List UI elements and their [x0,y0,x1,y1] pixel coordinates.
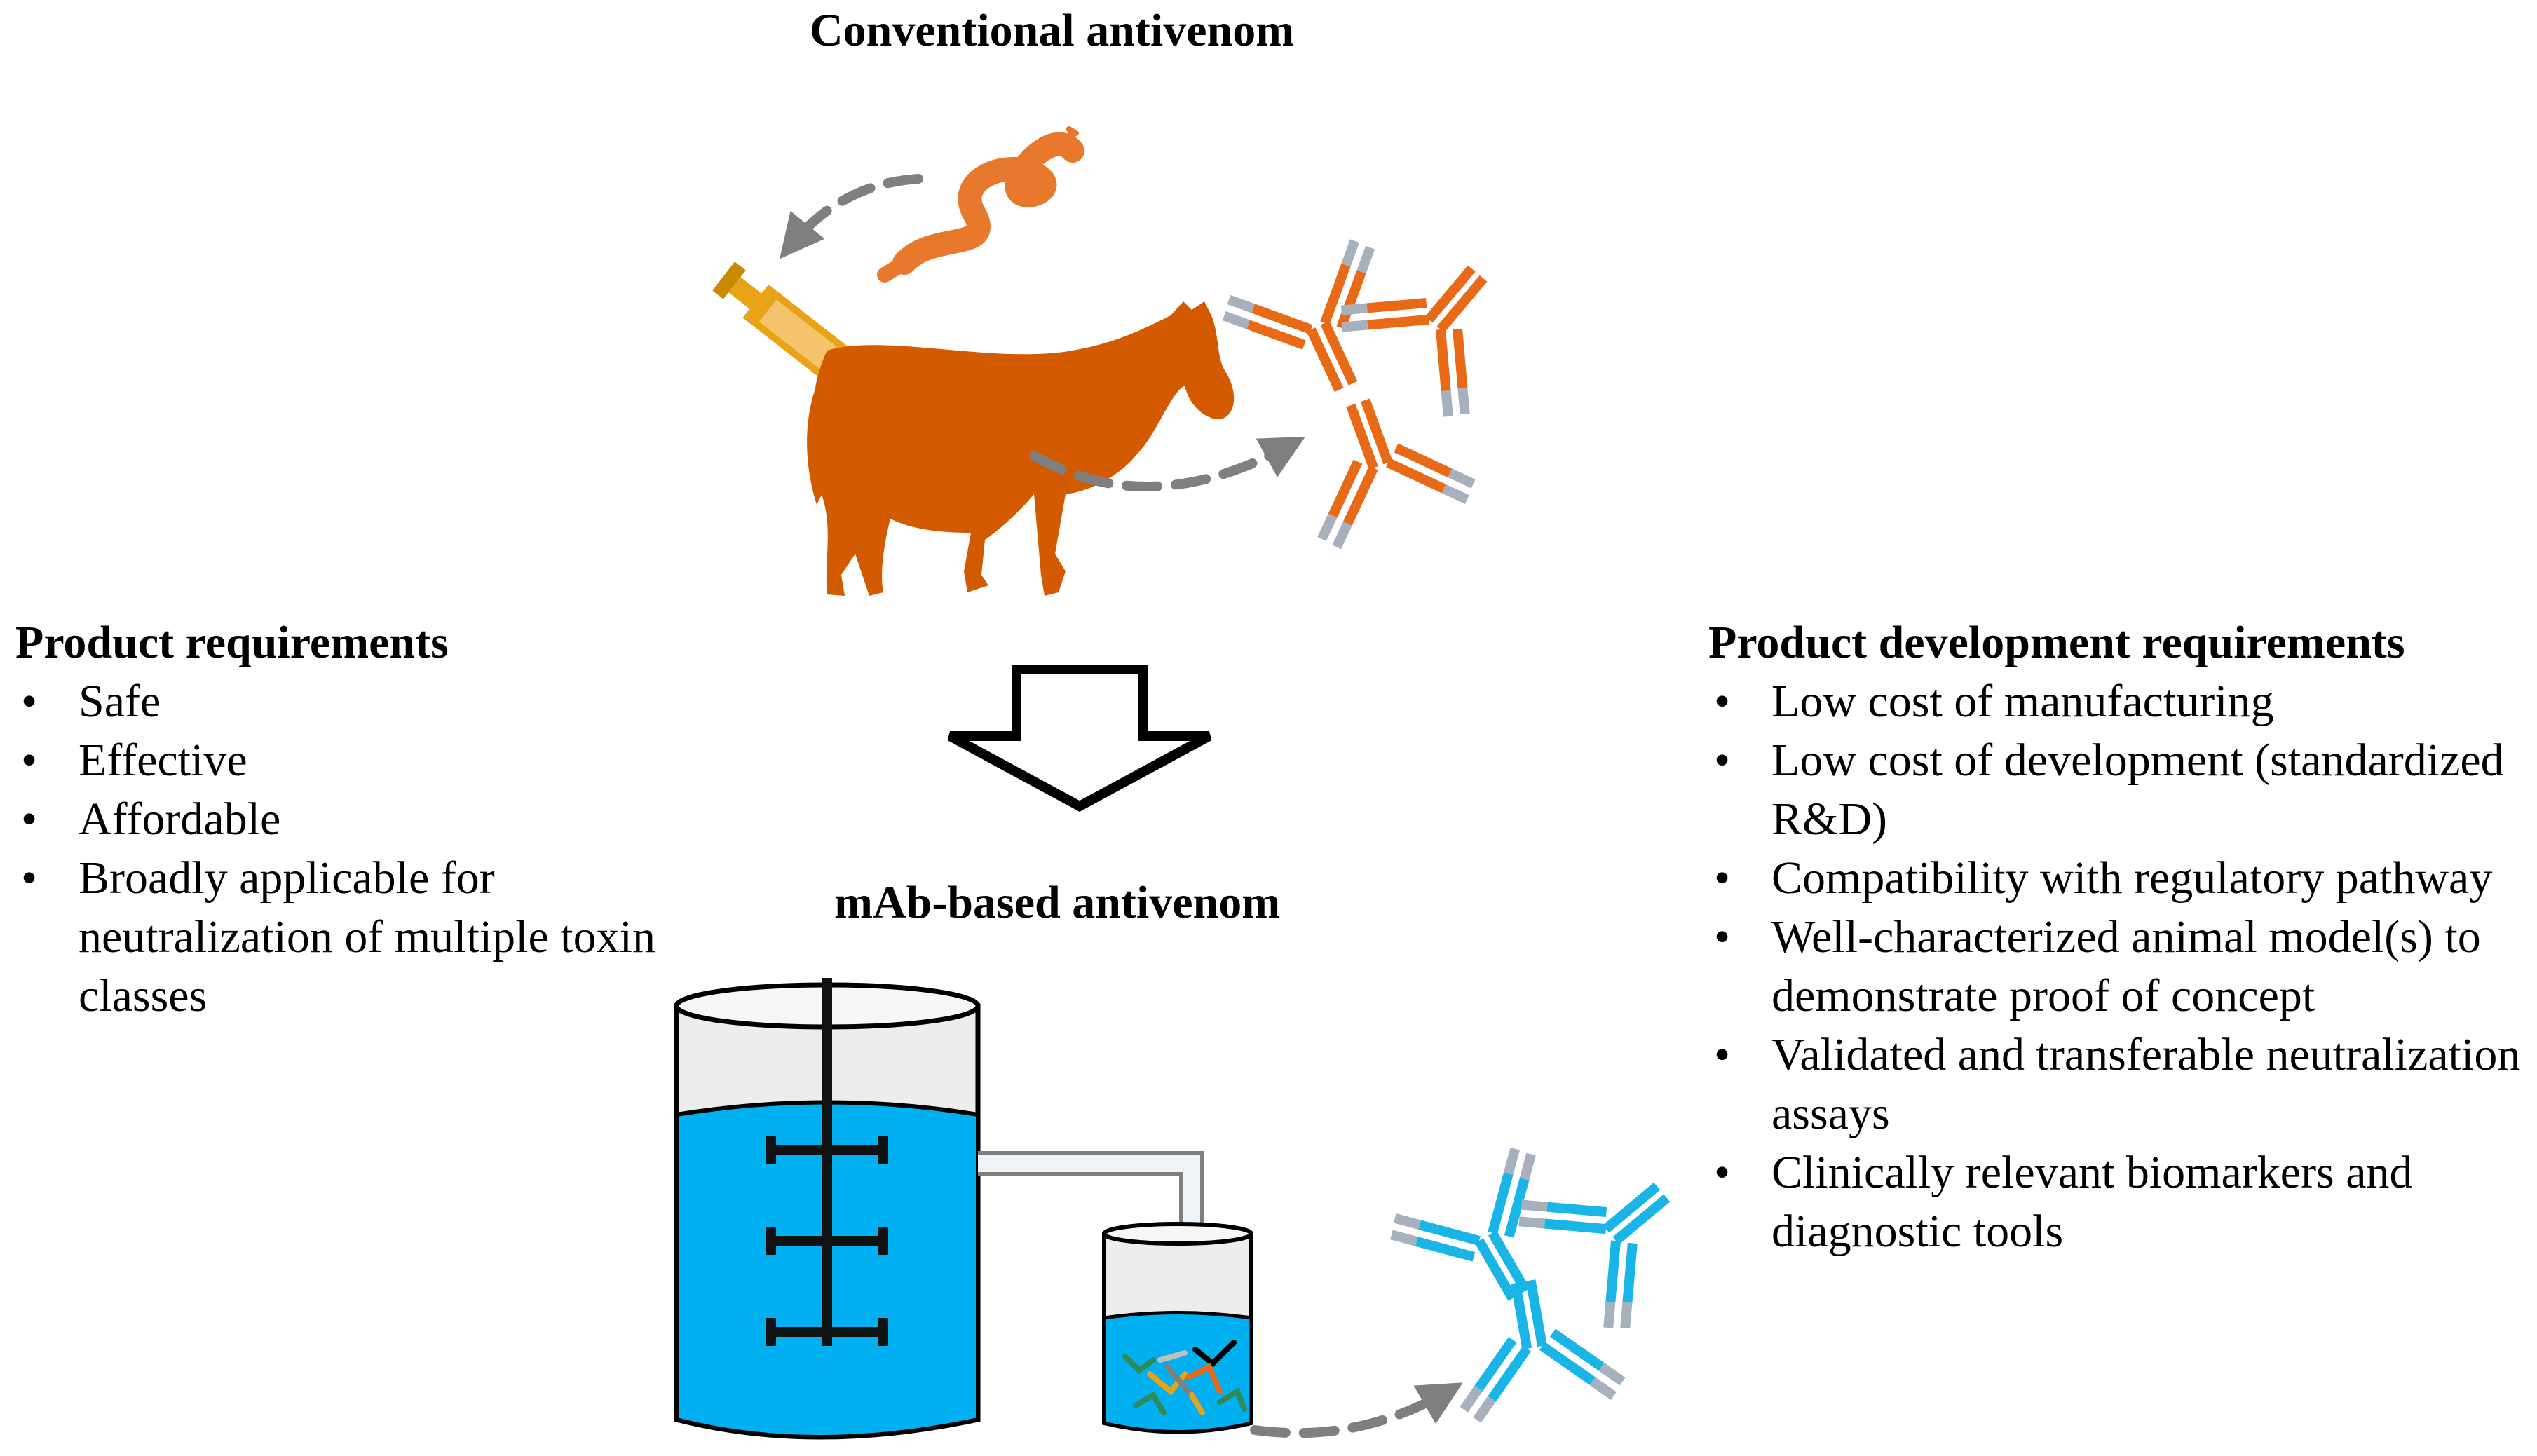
list-item: Broadly applicable for neutralization of… [15,849,688,1026]
bioreactor-icon [674,978,981,1440]
collection-beaker-icon [1102,1222,1253,1434]
list-item: Compatibility with regulatory pathway [1708,849,2537,908]
snake-icon [877,126,1084,283]
polyclonal-antibody-icon [1219,236,1420,421]
dashed-arrow-beaker-to-antibodies [1250,1382,1463,1438]
horse-tail [807,358,838,505]
dashed-arrow-snake-to-syringe [780,174,923,259]
list-item: Low cost of development (standardized R&… [1708,731,2537,849]
list-item: Validated and transferable neutralizatio… [1708,1026,2537,1143]
development-requirements-panel: Product development requirements Low cos… [1708,613,2537,1261]
product-requirements-panel: Product requirements Safe Effective Affo… [15,613,688,1026]
list-item: Low cost of manufacturing [1708,672,2537,731]
mab-antivenom-title: mAb-based antivenom [834,877,1281,928]
development-requirements-heading: Product development requirements [1708,617,2405,668]
product-requirements-heading: Product requirements [15,617,449,668]
monoclonal-antibody-icon [1443,1267,1624,1422]
conventional-antivenom-title: Conventional antivenom [810,5,1295,56]
horse-icon [812,301,1235,596]
monoclonal-antibody-icon [1512,1130,1714,1336]
down-arrow-icon [947,665,1212,812]
list-item: Effective [15,731,688,790]
development-requirements-list: Low cost of manufacturing Low cost of de… [1708,672,2537,1261]
list-item: Affordable [15,790,688,849]
list-item: Safe [15,672,688,731]
list-item: Well-characterized animal model(s) to de… [1708,908,2537,1026]
product-requirements-list: Safe Effective Affordable Broadly applic… [15,672,688,1026]
list-item: Clinically relevant biomarkers and diagn… [1708,1143,2537,1261]
monoclonal-antibody-icon [1385,1143,1589,1335]
dashed-arrow-horse-to-antibodies [1029,436,1306,491]
